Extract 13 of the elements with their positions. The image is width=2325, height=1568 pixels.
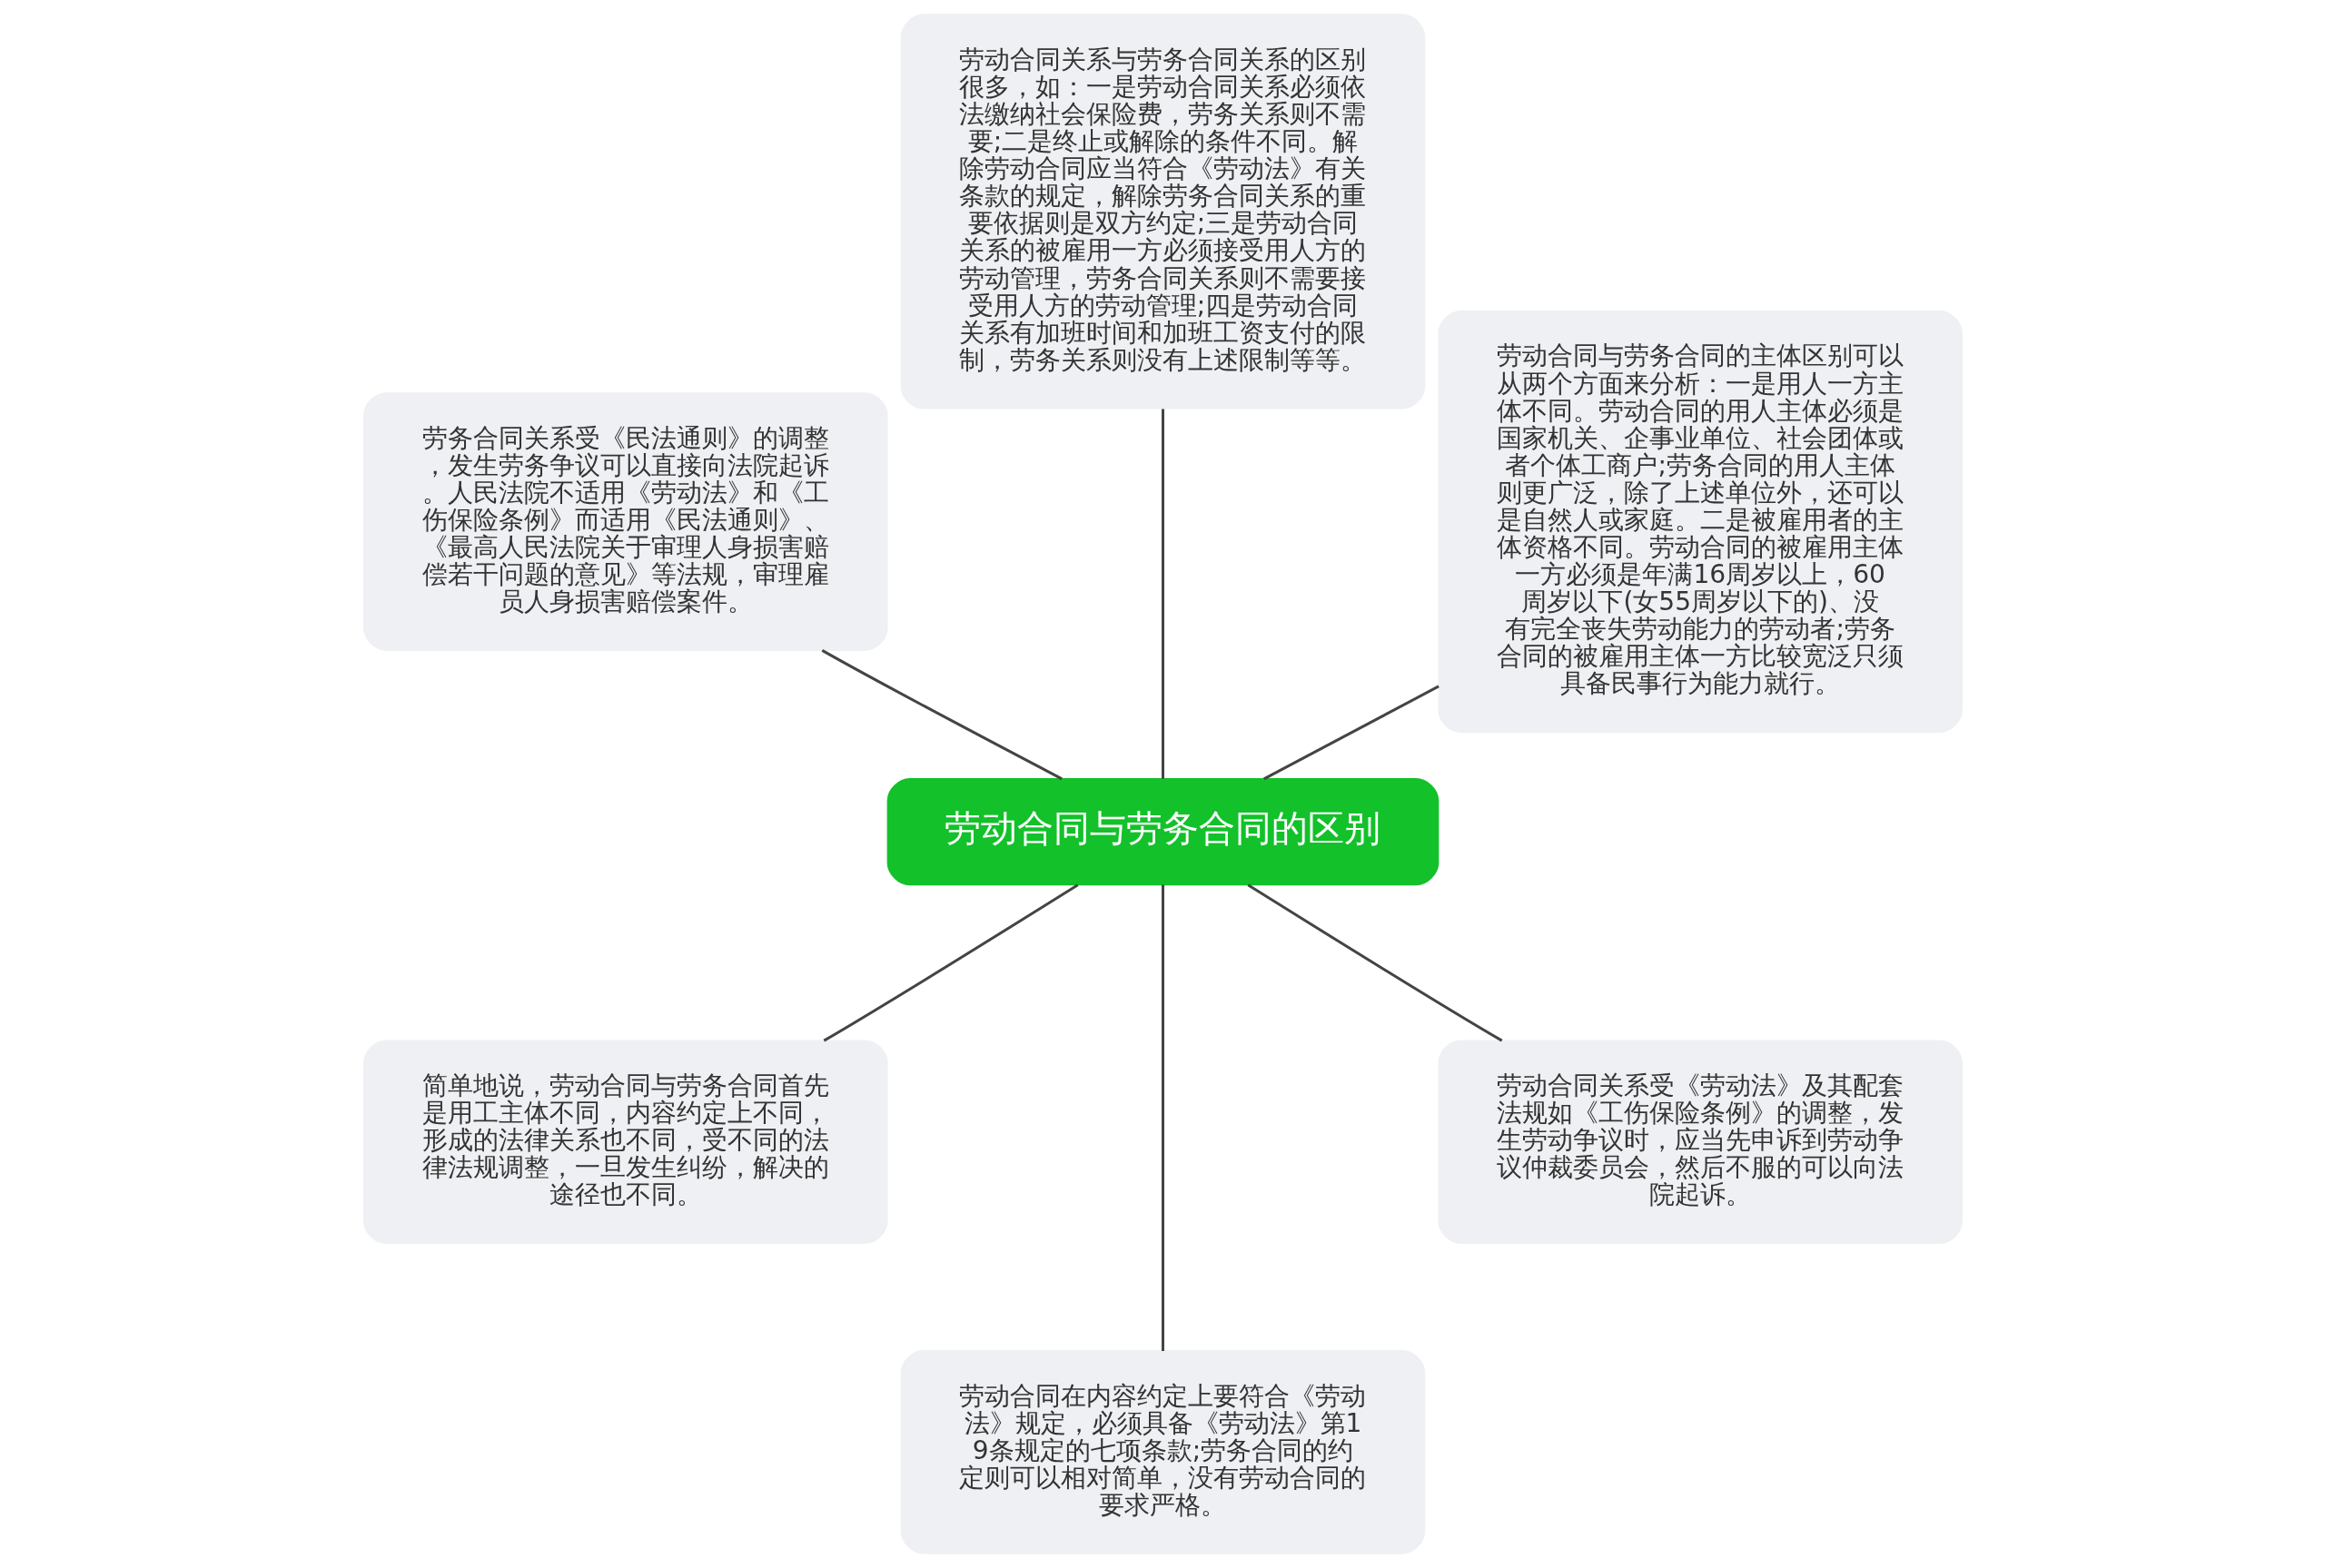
connector [821, 649, 1063, 781]
connector [1161, 884, 1164, 1351]
connector [823, 883, 1078, 1042]
node-box: 劳动合同与劳务合同的区别 [886, 777, 1439, 886]
connector [1161, 409, 1164, 779]
node-box: 劳动合同关系与劳务合同关系的区别很多，如：一是劳动合同关系必须依法缴纳社会保险费，劳务关系则不需要;二是终止或解除的条件不同。解除劳动合同应当符合《劳动法》有关条款的规定，解除劳务合同关系的重要依据则是双方约定;三是劳动合同关系的被雇用一方必须接受用人方的劳动管理，劳务合同关系则不需要接受用人方的劳动管理;四是劳动合同关系有加班时间和加班工资支付的限制，劳务关系则没有上述限制等等。 [900, 14, 1425, 409]
connector [1262, 685, 1440, 781]
connector [1247, 883, 1502, 1042]
node-box: 劳动合同关系受《劳动法》及其配套法规如《工伤保险条例》的调整，发生劳动争议时，应当先申诉到劳动争议仲裁委员会，然后不服的可以向法院起诉。 [1437, 1040, 1963, 1245]
node-box: 劳动合同在内容约定上要符合《劳动法》规定，必须具备《劳动法》第19条规定的七项条款;劳务合同的约定则可以相对简单，没有劳动合同的要求严格。 [900, 1350, 1425, 1554]
node-box: 简单地说，劳动合同与劳务合同首先是用工主体不同，内容约定上不同，形成的法律关系也不同，受不同的法律法规调整，一旦发生纠纷，解决的途径也不同。 [362, 1040, 888, 1245]
node-box: 劳务合同关系受《民法通则》的调整，发生劳务争议可以直接向法院起诉。人民法院不适用《劳动法》和《工伤保险条例》而适用《民法通则》、《最高人民法院关于审理人身损害赔偿若干问题的意见》等法规，审理雇员人身损害赔偿案件。 [362, 392, 888, 651]
node-box: 劳动合同与劳务合同的主体区别可以从两个方面来分析：一是用人一方主体不同。劳动合同的用人主体必须是国家机关、企事业单位、社会团体或者个体工商户;劳务合同的用人主体则更广泛，除了上述单位外，还可以是自然人或家庭。二是被雇用者的主体资格不同。劳动合同的被雇用主体一方必须是年满16周岁以上，60周岁以下(女55周岁以下的)、没有完全丧失劳动能力的劳动者;劳务合同的被雇用主体一方比较宽泛只须具备民事行为能力就行。 [1437, 310, 1963, 734]
